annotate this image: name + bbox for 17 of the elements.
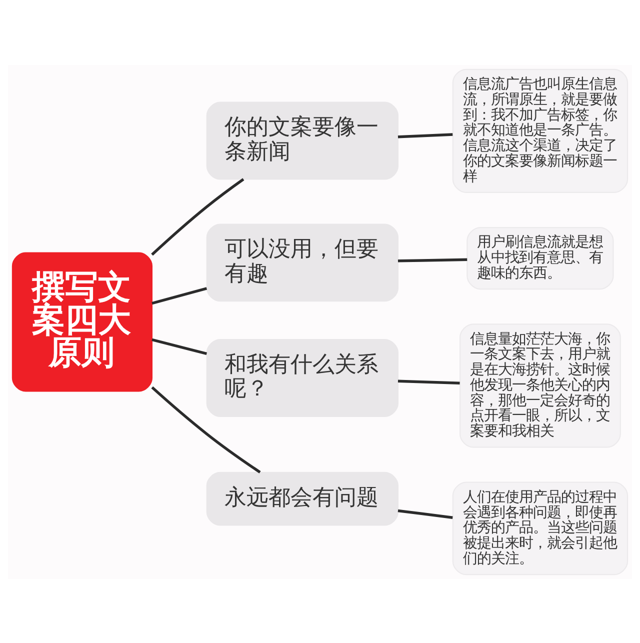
connector — [398, 379, 460, 384]
node-box: 撰写文案四大原则 — [12, 252, 153, 392]
connector — [152, 338, 207, 355]
node-box: 人们在使用产品的过程中会遇到各种问题，即使再优秀的产品。当这些问题被提出来时，就会引起他们的关注。 — [452, 481, 628, 575]
node-box: 可以没用，但要有趣 — [206, 223, 399, 302]
node-box: 永远都会有问题 — [206, 471, 399, 526]
node-box: 和我有什么关系呢？ — [206, 338, 399, 416]
node-box: 你的文案要像一条新闻 — [206, 101, 399, 180]
node-box: 信息量如茫茫大海，你一条文案下去，用户就是在大海捞针。这时候他发现一条他关心的内容，那他一定会好奇的点开看一眼，所以，文案要和我相关 — [459, 323, 621, 448]
connector — [152, 286, 208, 304]
node-box: 用户刷信息流就是想从中找到有意思、有趣味的东西。 — [466, 226, 614, 290]
connector — [398, 508, 453, 518]
connector — [151, 386, 261, 473]
connector — [398, 258, 468, 262]
connector — [151, 178, 244, 256]
node-box: 信息流广告也叫原生信息流，所谓原生，就是要做到：我不加广告标签，你就不知道他是一条广告。信息流这个渠道，决定了你的文案要像新闻标题一样 — [452, 68, 628, 192]
connector — [398, 132, 453, 138]
